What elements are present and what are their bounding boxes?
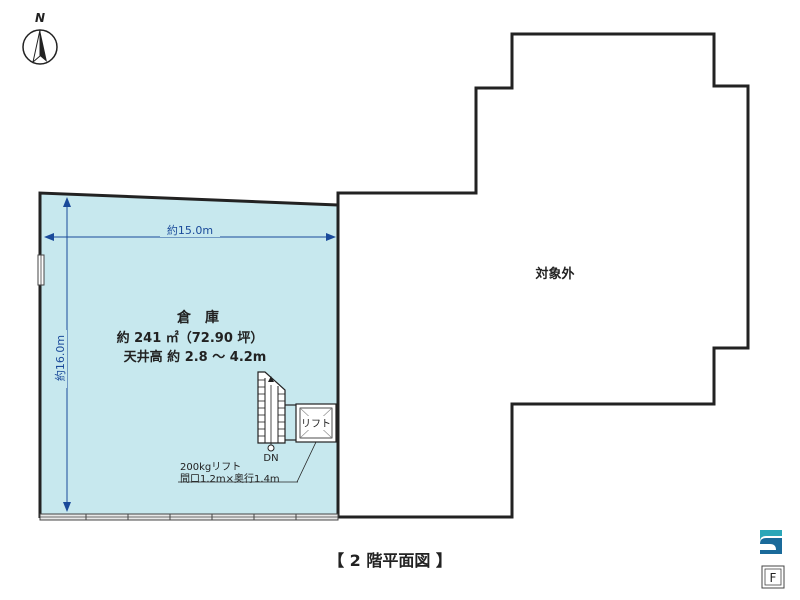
north-label: N [35, 11, 45, 25]
company-logo-icon: F [760, 530, 785, 589]
plan-title: 【 2 階平面図 】 [328, 551, 452, 570]
width-dimension: 約15.0m [44, 223, 336, 241]
stairs-dn-label: DN [263, 453, 278, 464]
logo-mark: F [770, 571, 777, 585]
width-dim-label: 約15.0m [167, 223, 213, 237]
north-compass: N [22, 11, 58, 65]
south-wall-openings [39, 513, 339, 521]
lift-spec-capacity: 200kgリフト [180, 462, 241, 473]
north-arrow-icon [22, 29, 58, 65]
lift-spec-size: 間口1.2m×奥行1.4m [180, 472, 280, 485]
excluded-label: 対象外 [534, 266, 574, 282]
room-ceiling-height: 天井高 約 2.8 ～ 4.2m [124, 349, 267, 365]
window [37, 254, 45, 286]
excluded-area [336, 32, 750, 519]
room-area: 約 241 ㎡（72.90 坪） [117, 330, 264, 346]
height-dimension: 約16.0m [53, 197, 71, 512]
room-name: 倉 庫 [176, 309, 219, 326]
warehouse-wall [38, 191, 339, 518]
lift-spec: 200kgリフト 間口1.2m×奥行1.4m [178, 441, 317, 485]
lift-label: リフト [301, 419, 331, 430]
lift: リフト [295, 403, 337, 443]
height-dim-label: 約16.0m [53, 335, 67, 381]
staircase [257, 371, 296, 452]
